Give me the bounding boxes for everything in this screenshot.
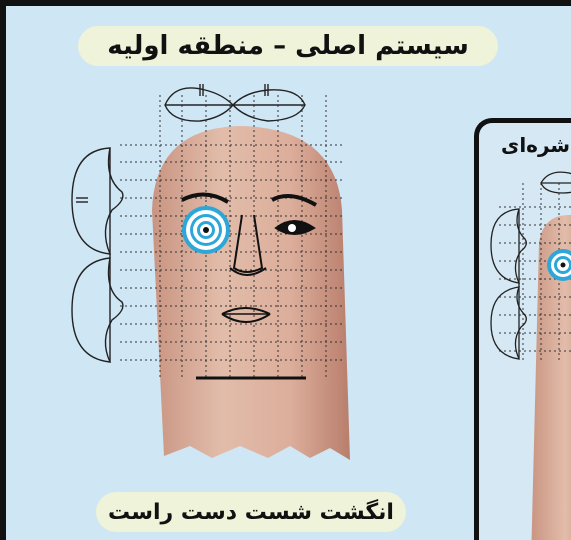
secondary-panel: شره‌ای	[474, 118, 571, 540]
blue-ring-eye	[182, 206, 230, 254]
secondary-thumb-diagram	[479, 123, 571, 540]
top-scroll-diagram	[165, 84, 305, 121]
left-scroll-diagram	[72, 148, 123, 362]
page-title: سیستم اصلی – منطقه اولیه	[78, 26, 498, 66]
caption-label: انگشت شست دست راست	[96, 492, 406, 532]
